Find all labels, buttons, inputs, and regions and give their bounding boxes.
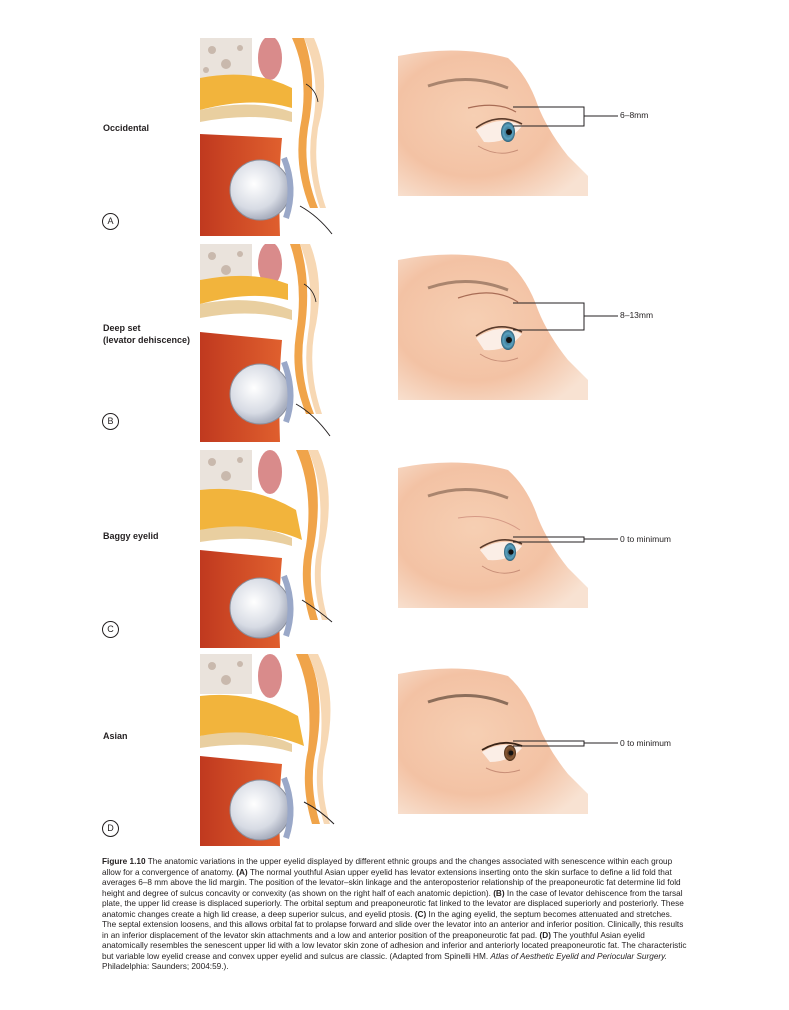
panel-label-line: Asian	[103, 731, 128, 741]
measurement-bracket	[513, 536, 618, 543]
measurement-bracket	[513, 740, 618, 747]
anatomy-cross-section	[192, 450, 342, 648]
caption-label-a: (A)	[236, 867, 248, 877]
panel-label-line: Baggy eyelid	[103, 531, 159, 541]
panel-letter-circle: D	[102, 820, 119, 837]
panel-label: Occidental	[103, 122, 149, 134]
caption-label-d: (D)	[539, 930, 551, 940]
panel-letter-circle: A	[102, 213, 119, 230]
caption-label-b: (B)	[493, 888, 505, 898]
measurement-label: 0 to minimum	[620, 534, 672, 544]
eye-profile-illustration	[398, 668, 588, 814]
panel-label-line: Deep set	[103, 323, 141, 333]
caption-text-d: The youthful Asian eyelid anatomically r…	[102, 930, 687, 961]
caption-text-b: In the case of levator dehiscence from t…	[102, 888, 684, 919]
figure-number: Figure 1.10	[102, 857, 146, 866]
caption-text-c: In the aging eyelid, the septum becomes …	[102, 909, 684, 940]
measurement-bracket	[513, 302, 618, 331]
caption-source-end: Philadelphia: Saunders; 2004:59.).	[102, 962, 229, 971]
anatomy-cross-section	[192, 38, 342, 236]
panel-letter-circle: B	[102, 413, 119, 430]
caption-text-a: The normal youthful Asian upper eyelid h…	[102, 867, 681, 898]
eye-profile-illustration	[398, 50, 588, 196]
panel-letter-circle: C	[102, 621, 119, 638]
panel-label-line: (levator dehiscence)	[103, 335, 191, 345]
panel-label-line: Occidental	[103, 123, 150, 133]
panel-label: Deep set (levator dehiscence)	[103, 322, 190, 346]
anatomy-cross-section	[192, 244, 342, 442]
measurement-label: 0 to minimum	[620, 738, 672, 748]
panel-label: Baggy eyelid	[103, 530, 159, 542]
panel-label: Asian	[103, 730, 128, 742]
figure-caption: Figure 1.10 The anatomic variations in t…	[102, 857, 687, 973]
eye-profile-illustration	[398, 462, 588, 608]
caption-label-c: (C)	[414, 909, 427, 919]
caption-source-title: Atlas of Aesthetic Eyelid and Periocular…	[490, 951, 667, 961]
eye-profile-illustration	[398, 254, 588, 400]
caption-intro: The anatomic variations in the upper eye…	[102, 857, 673, 877]
anatomy-cross-section	[192, 654, 342, 846]
measurement-label: 8–13mm	[620, 310, 654, 320]
measurement-label: 6–8mm	[620, 110, 649, 120]
measurement-bracket	[513, 106, 618, 127]
